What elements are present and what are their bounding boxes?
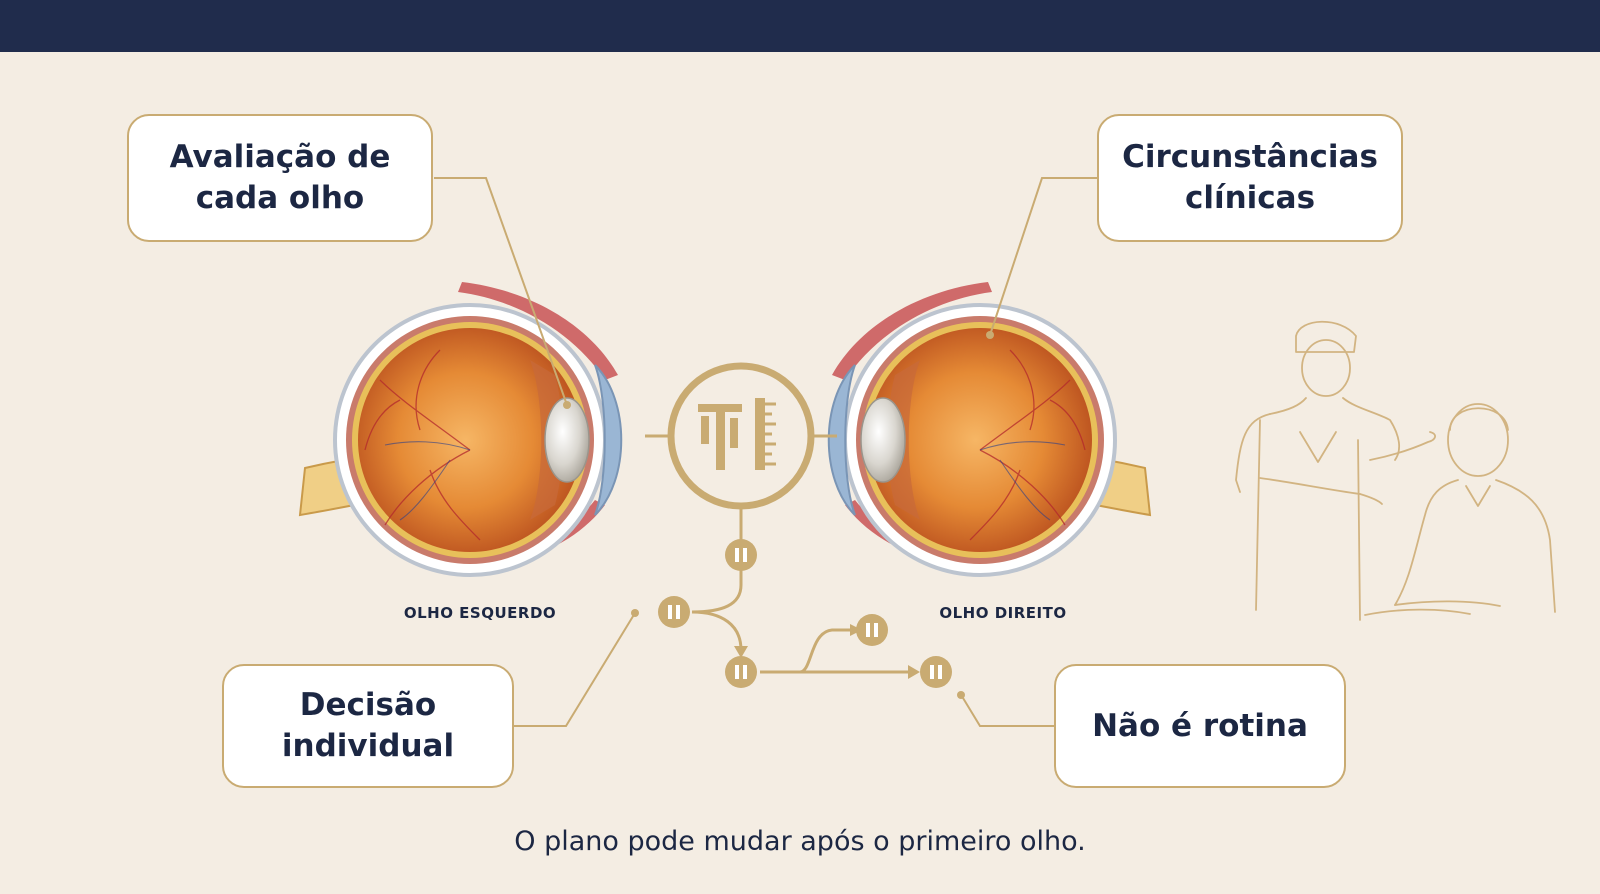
pause-node: [725, 656, 757, 688]
callout-decision: Decisão individual: [222, 664, 514, 788]
callout-clinical-line1: Circunstâncias: [1122, 139, 1378, 175]
right-eye-label: OLHO DIREITO: [939, 604, 1067, 622]
callout-decision-line1: Decisão: [299, 687, 437, 723]
flow-lines: [691, 506, 912, 674]
header-bar: [0, 0, 1600, 52]
callout-evaluation: Avaliação de cada olho: [127, 114, 433, 242]
callout-decision-line2: individual: [281, 728, 455, 764]
pause-node: [725, 539, 757, 571]
callout-leaders: [434, 177, 1097, 727]
callout-evaluation-line2: cada olho: [195, 180, 365, 216]
footer-caption: O plano pode mudar após o primeiro olho.: [514, 826, 1086, 857]
doctor-patient-illustration: [1235, 320, 1556, 621]
callout-evaluation-line1: Avaliação de: [169, 139, 391, 175]
callout-clinical-line2: clínicas: [1184, 180, 1316, 216]
measurement-icon: [645, 362, 837, 510]
pause-node: [856, 614, 888, 646]
callout-not-routine: Não é rotina: [1054, 664, 1346, 788]
left-eye-illustration: [298, 282, 623, 577]
pause-node: [658, 596, 690, 628]
left-eye-label: OLHO ESQUERDO: [403, 604, 557, 622]
callout-dots: [563, 331, 994, 699]
right-eye-illustration: [827, 282, 1152, 577]
callout-not-routine-line1: Não é rotina: [1092, 707, 1308, 744]
pause-node: [920, 656, 952, 688]
callout-clinical: Circunstâncias clínicas: [1097, 114, 1403, 242]
